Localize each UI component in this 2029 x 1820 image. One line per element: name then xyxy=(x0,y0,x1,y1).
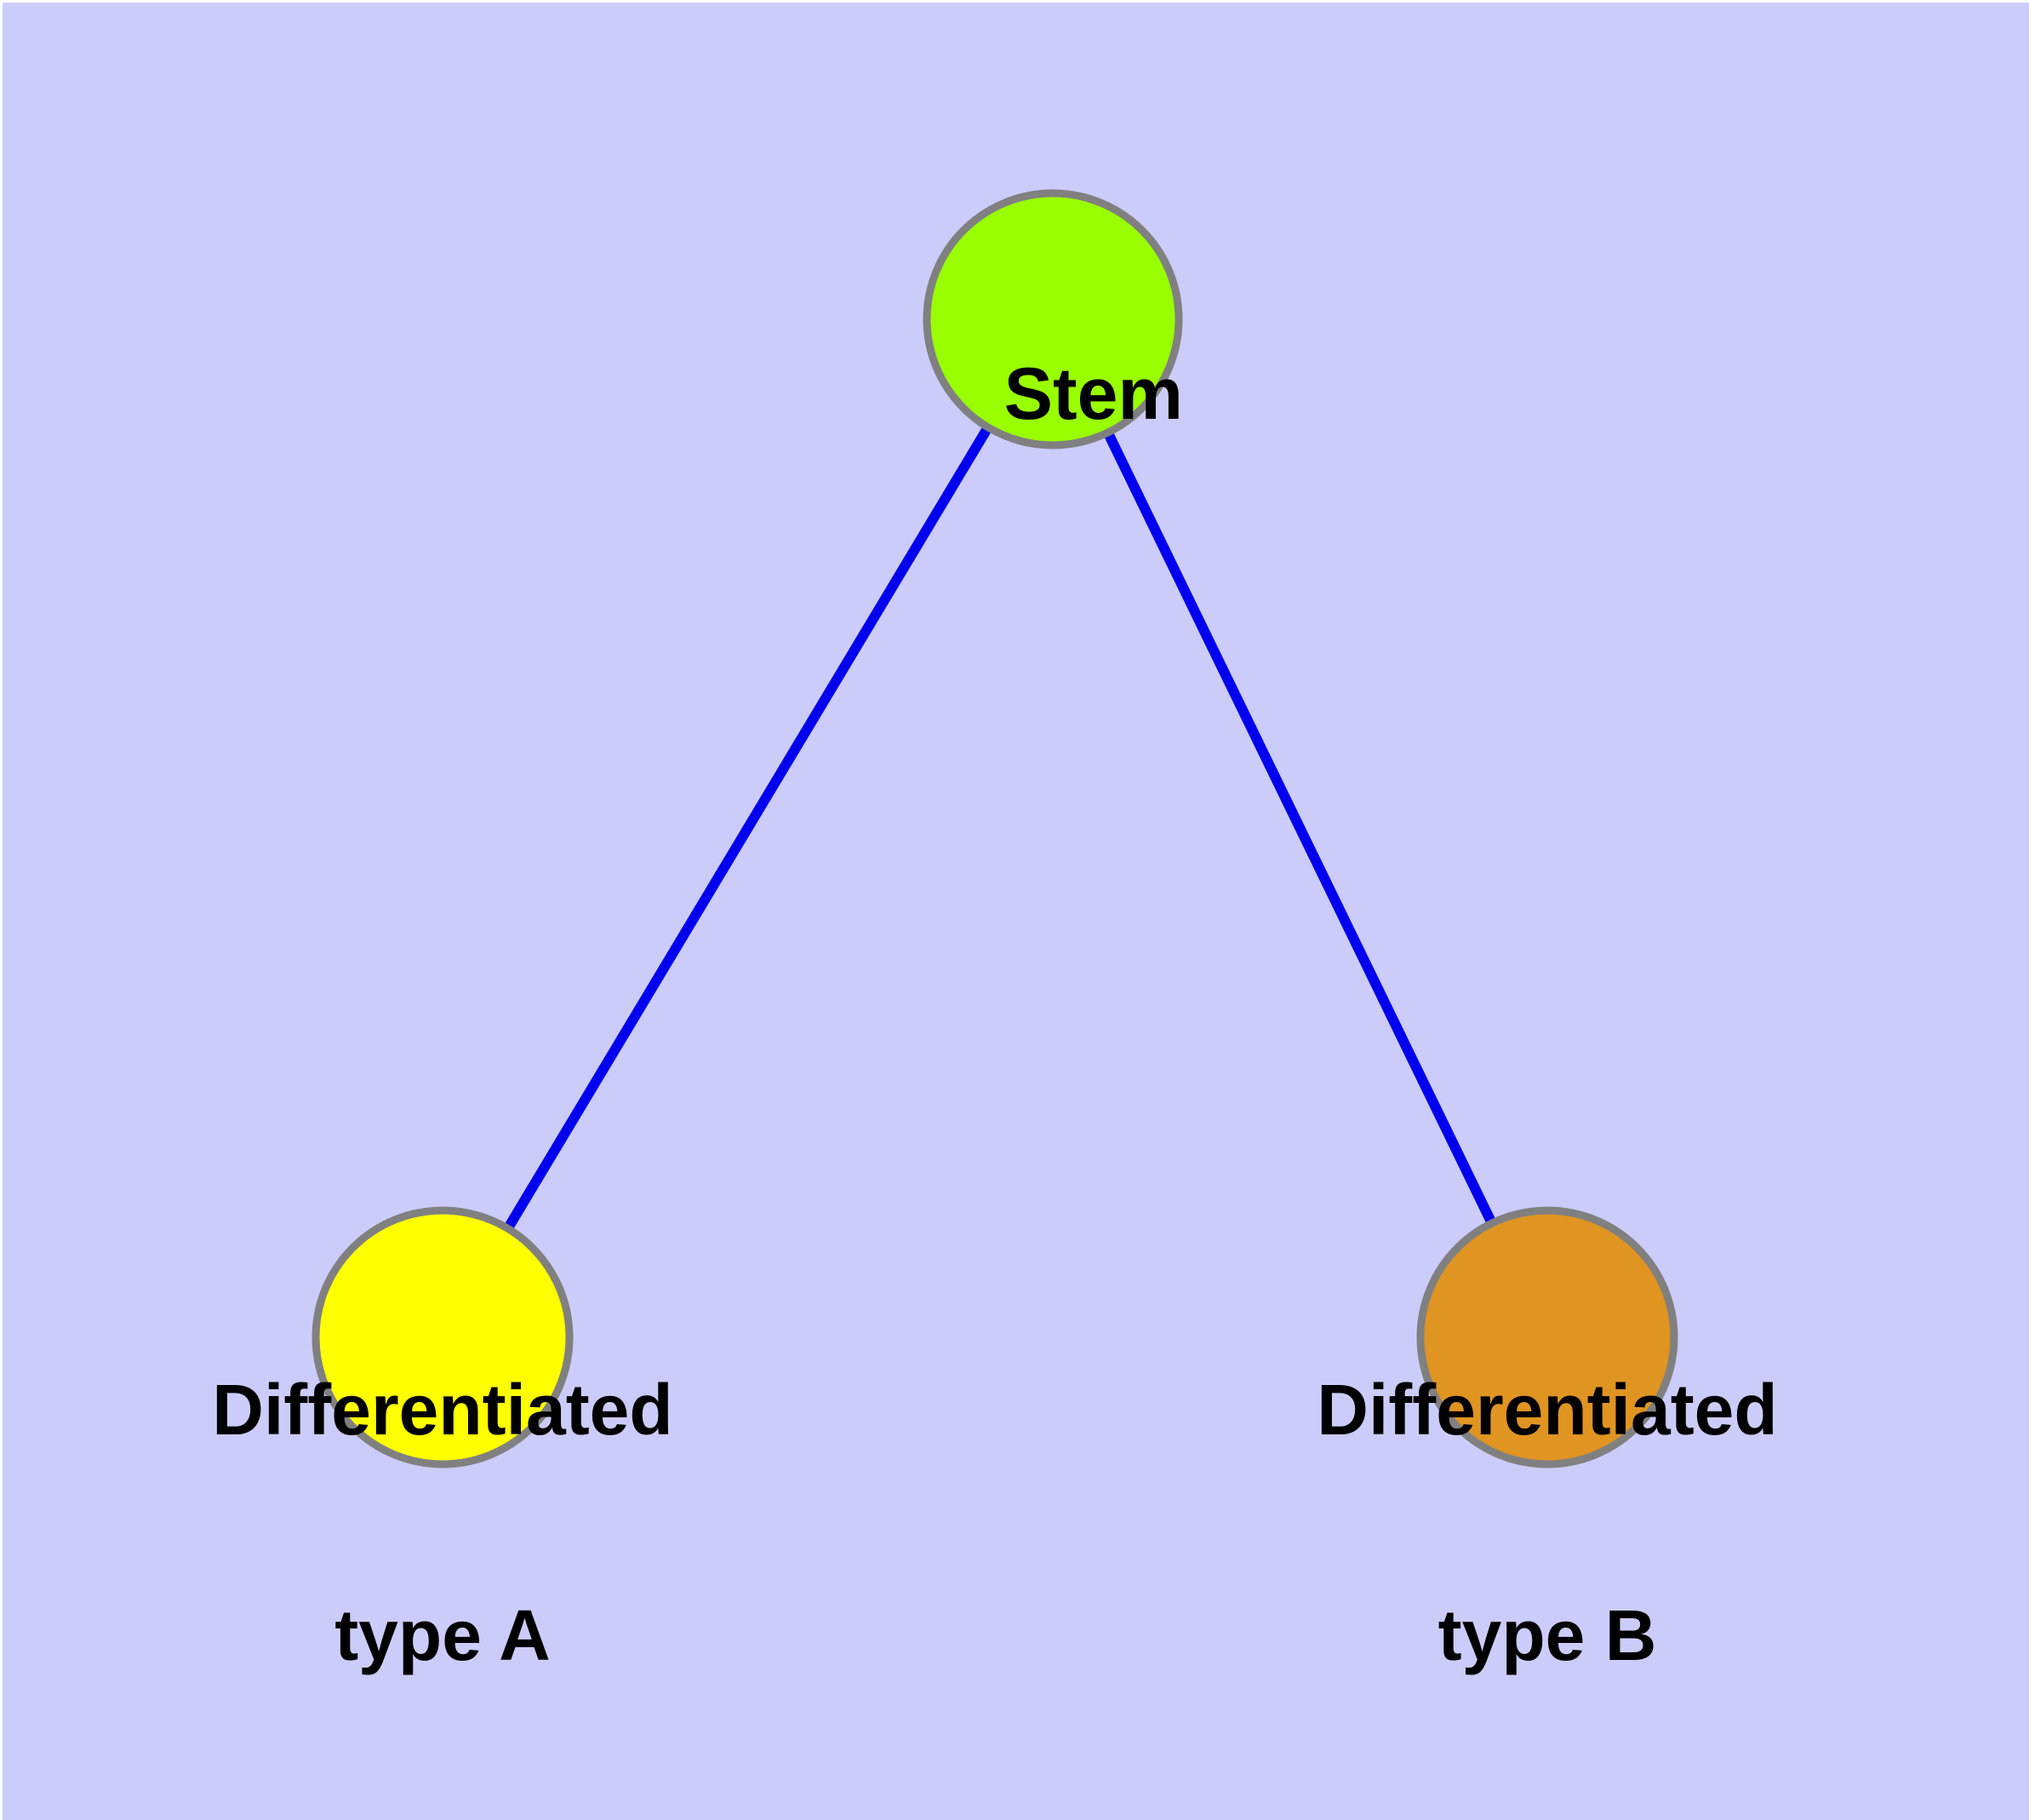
node-differentiated-type-b[interactable] xyxy=(1416,1206,1678,1468)
node-stem[interactable] xyxy=(923,189,1183,449)
node-differentiated-type-a[interactable] xyxy=(311,1206,574,1468)
edge-stem-to-type-b xyxy=(1105,433,1495,1223)
node-group xyxy=(311,189,1678,1468)
edge-stem-to-type-a xyxy=(505,427,991,1228)
edge-group xyxy=(505,427,1495,1228)
